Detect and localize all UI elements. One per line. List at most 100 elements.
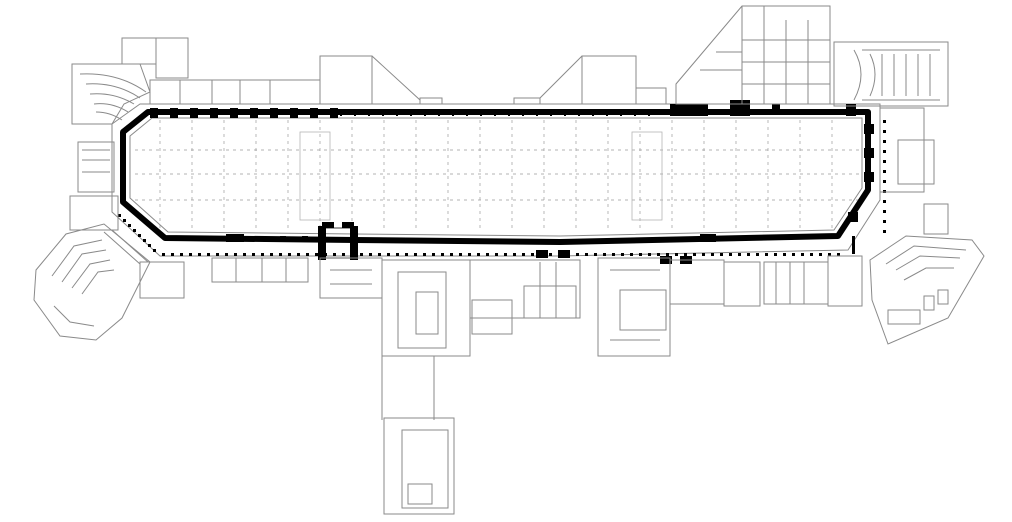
colonnade-dot — [513, 253, 516, 256]
colonnade-dot — [162, 253, 165, 256]
colonnade-dot — [414, 253, 417, 256]
colonnade-dot — [270, 253, 273, 256]
dark-mass-1 — [670, 104, 708, 116]
court-left — [299, 131, 331, 221]
top-pier — [410, 110, 412, 116]
colonnade-dot — [396, 253, 399, 256]
colonnade-dot — [468, 253, 471, 256]
top-pier — [648, 110, 650, 116]
top-pier — [250, 108, 258, 118]
top-pier — [270, 108, 278, 118]
top-pier — [310, 108, 318, 118]
colonnade-dot — [423, 253, 426, 256]
top-middle-building — [513, 55, 667, 105]
colonnade-dot — [883, 230, 886, 233]
colonnade-dot — [297, 253, 300, 256]
top-pier — [494, 110, 496, 116]
top-pier — [536, 110, 538, 116]
bottom-pier — [280, 236, 286, 241]
top-pier — [578, 110, 580, 116]
colonnade-dot — [675, 253, 678, 256]
right-lower-amphitheatre — [869, 235, 985, 345]
right-side-rooms — [879, 107, 949, 235]
colonnade-dot — [351, 253, 354, 256]
colonnade-dot — [852, 239, 855, 242]
colonnade-dot — [819, 253, 822, 256]
colonnade-dot — [540, 253, 543, 256]
top-left-buildings — [121, 37, 443, 105]
bottom-pier — [258, 236, 264, 241]
top-right-complex — [675, 5, 831, 105]
colonnade-dot — [216, 253, 219, 256]
colonnade-dot — [852, 248, 855, 251]
colonnade-dot — [459, 253, 462, 256]
colonnade-dot — [883, 140, 886, 143]
top-pier — [522, 110, 524, 116]
colonnade-dot — [738, 253, 741, 256]
colonnade-dot — [315, 253, 318, 256]
colonnade-dot — [883, 180, 886, 183]
top-pier — [230, 108, 238, 118]
left-lower-amphitheatre — [33, 223, 151, 341]
top-pier — [592, 110, 594, 116]
colonnade-dot — [612, 253, 615, 256]
colonnade-dot — [630, 253, 633, 256]
top-pier — [368, 110, 370, 116]
bottom-pier — [302, 236, 308, 241]
colonnade-dot — [810, 253, 813, 256]
colonnade-dot — [279, 253, 282, 256]
colonnade-dot — [594, 253, 597, 256]
colonnade-dot — [747, 253, 750, 256]
top-pier — [438, 110, 440, 116]
bottom-middle-buildings — [469, 255, 863, 357]
colonnade-dot — [123, 219, 126, 222]
colonnade-dot — [189, 253, 192, 256]
right-pier-3 — [864, 172, 874, 182]
colonnade-dot — [837, 253, 840, 256]
dark-mass-4 — [846, 104, 856, 116]
colonnade-dot — [486, 253, 489, 256]
colonnade-dot — [702, 253, 705, 256]
top-pier — [190, 108, 198, 118]
colonnade-dot — [369, 253, 372, 256]
colonnade-dot — [648, 253, 651, 256]
colonnade-dot — [549, 253, 552, 256]
top-wall-piers — [150, 108, 650, 118]
top-pier — [480, 110, 482, 116]
top-pier — [382, 110, 384, 116]
colonnade-dot — [792, 253, 795, 256]
colonnade-dot — [378, 253, 381, 256]
main-hall-floor-grid — [135, 120, 860, 230]
colonnade-dot — [852, 242, 855, 245]
bottom-colonnade-dots — [118, 214, 840, 256]
colonnade-dot — [153, 249, 156, 252]
colonnade-dot — [765, 253, 768, 256]
colonnade-dot — [450, 253, 453, 256]
colonnade-dot — [567, 253, 570, 256]
right-upper-amphitheatre — [833, 41, 949, 107]
bottom-left-buildings — [139, 257, 383, 299]
colonnade-dot — [729, 253, 732, 256]
colonnade-dot — [207, 253, 210, 256]
top-pier — [210, 108, 218, 118]
dark-mass-3 — [772, 104, 780, 114]
colonnade-dot — [306, 253, 309, 256]
top-pier — [340, 110, 342, 116]
colonnade-dot — [774, 253, 777, 256]
colonnade-dot — [666, 253, 669, 256]
colonnade-dot — [387, 253, 390, 256]
top-pier — [466, 110, 468, 116]
colonnade-dot — [225, 253, 228, 256]
bottom-blob-6 — [700, 234, 716, 242]
colonnade-dot — [324, 253, 327, 256]
colonnade-dot — [883, 150, 886, 153]
colonnade-dot — [360, 253, 363, 256]
bottom-pier — [214, 236, 220, 241]
right-pier-4 — [848, 212, 858, 222]
colonnade-dot — [234, 253, 237, 256]
colonnade-dot — [828, 253, 831, 256]
colonnade-dot — [576, 253, 579, 256]
colonnade-dot — [883, 210, 886, 213]
colonnade-dot — [288, 253, 291, 256]
bottom-blob-3 — [558, 250, 570, 258]
